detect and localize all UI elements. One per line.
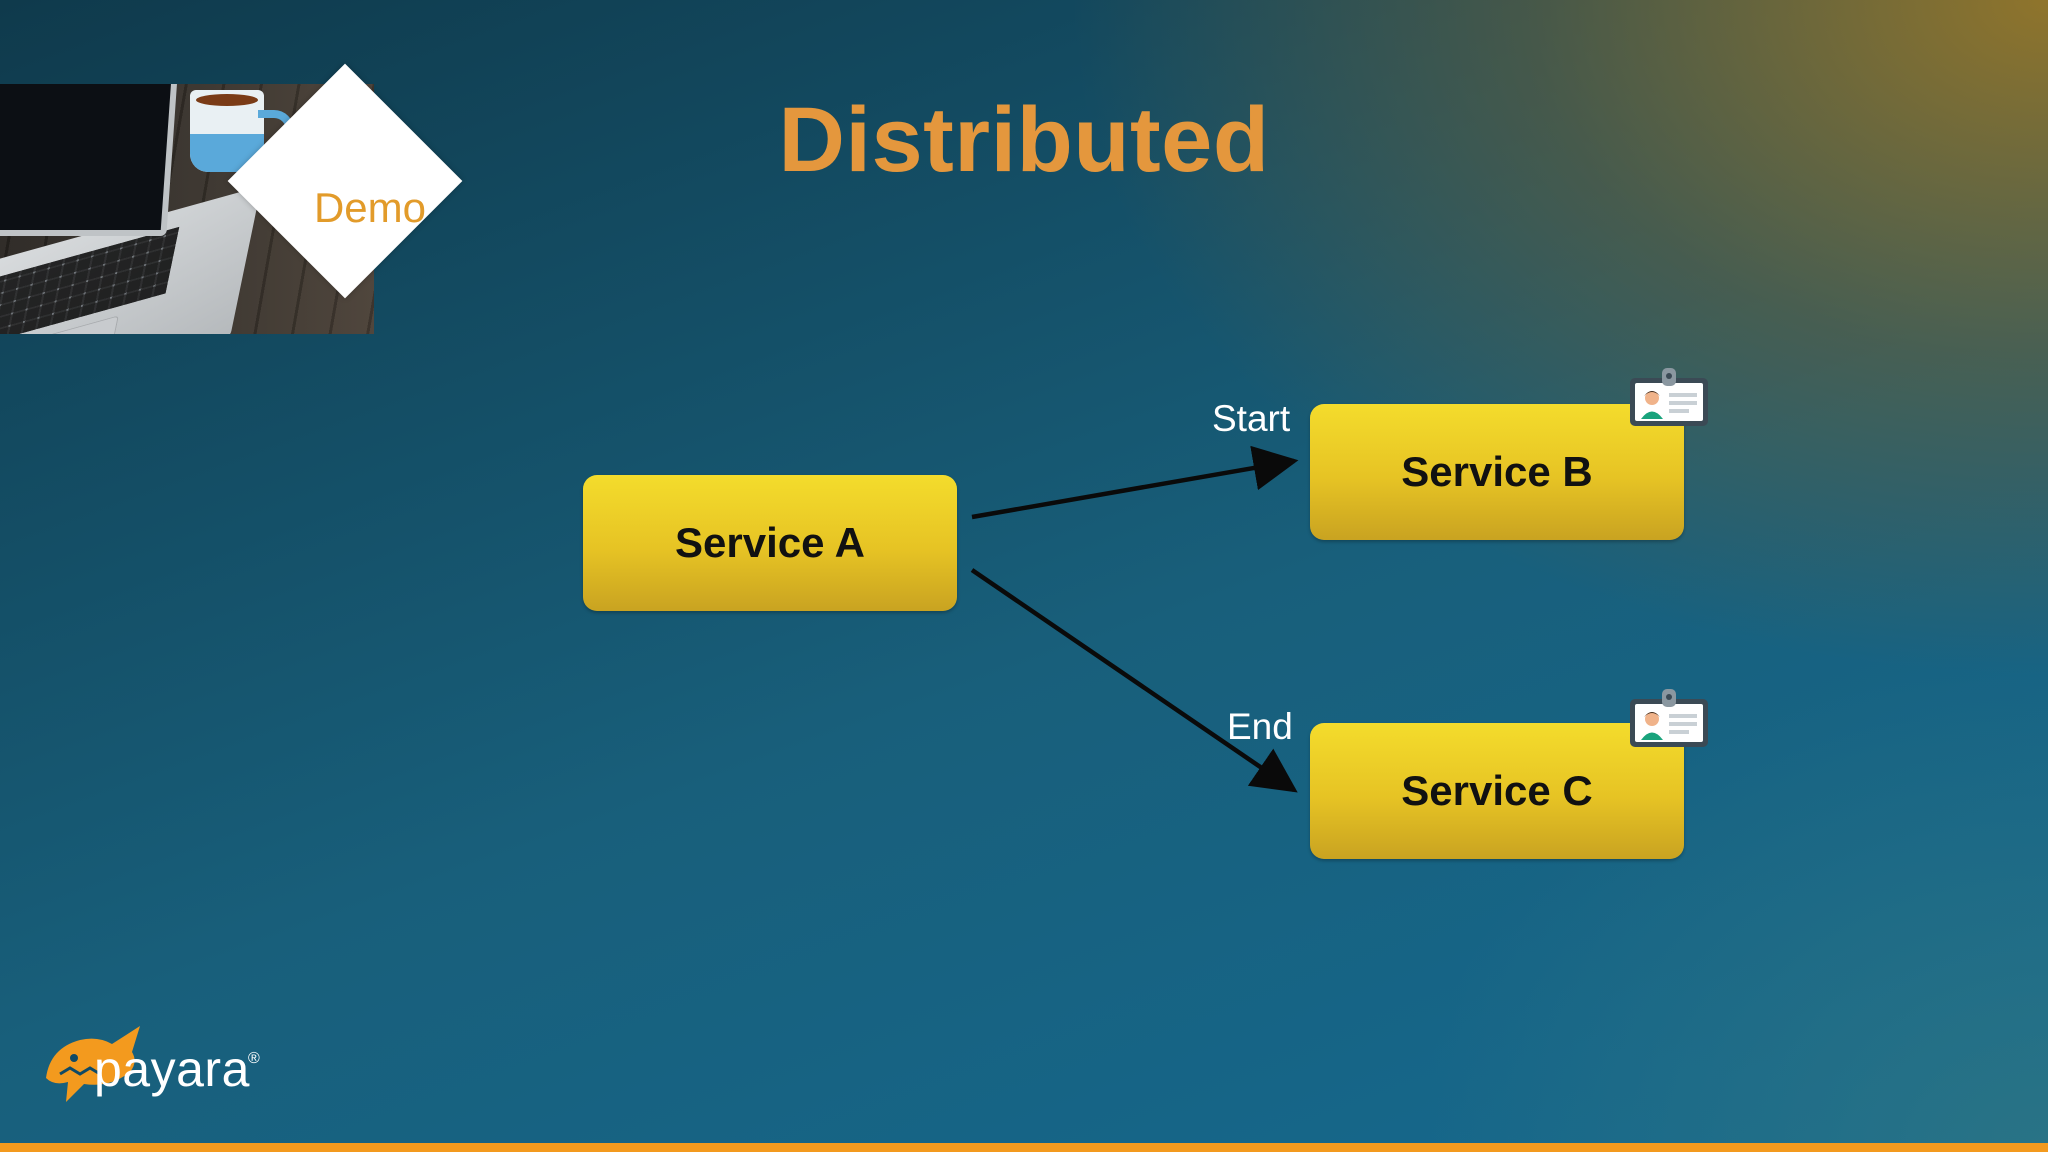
id-badge-icon <box>1630 368 1708 426</box>
brand-registered-mark: ® <box>248 1050 260 1067</box>
id-badge-icon <box>1630 689 1708 747</box>
edge-label-end: End <box>1227 706 1293 747</box>
demo-label: Demo <box>313 184 427 231</box>
brand-name: payara <box>94 1041 250 1097</box>
service-a-node: Service A <box>583 475 957 611</box>
service-b-label: Service B <box>1401 448 1593 495</box>
edge-label-start: Start <box>1212 398 1291 439</box>
service-b-node: Service B <box>1310 404 1684 540</box>
service-c-label: Service C <box>1401 767 1593 814</box>
payara-fish-logo-icon <box>46 1026 140 1102</box>
slide-title: Distributed <box>778 89 1270 191</box>
arrow-start <box>971 445 1299 520</box>
service-c-node: Service C <box>1310 723 1684 859</box>
service-a-label: Service A <box>675 519 865 566</box>
bottom-accent-bar <box>0 1143 2048 1152</box>
arrow-end <box>970 568 1298 793</box>
